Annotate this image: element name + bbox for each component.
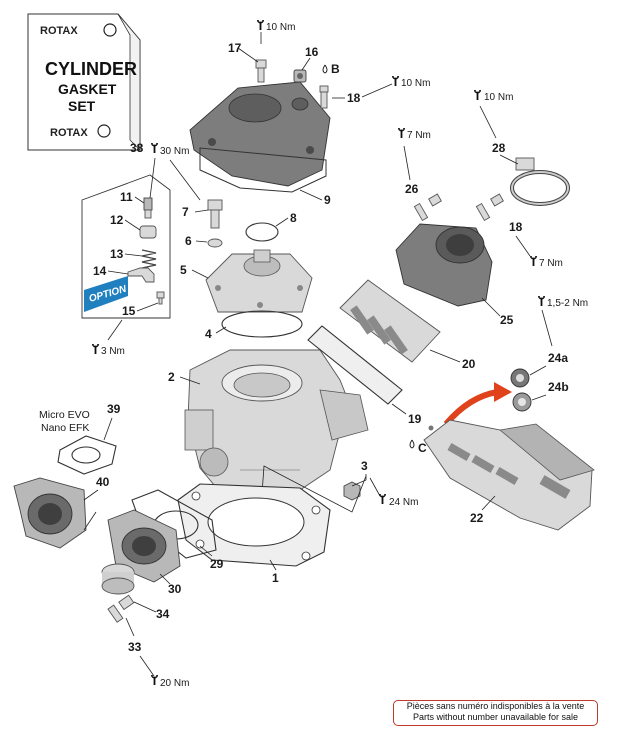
bolt-34-part: [107, 594, 135, 623]
o-ring-8-part: [245, 222, 279, 242]
torque-18-head: 10 Nm: [401, 78, 430, 89]
bolt-26-part: [413, 193, 442, 222]
nut-16-part: [293, 69, 307, 83]
adaptor-40-part: [13, 477, 87, 549]
callout-33: 33: [128, 640, 142, 654]
gasket-19-part: [307, 325, 403, 405]
torque-wrench-icon: [392, 76, 399, 86]
torque-wrench-icon: [379, 494, 386, 504]
booklet-title-line2: GASKET: [58, 81, 117, 97]
head-insert-5-part: [205, 249, 313, 313]
cylinder-head-part: [189, 81, 331, 193]
callout-6: 6: [185, 234, 192, 248]
callout-20: 20: [462, 357, 476, 371]
callout-39: 39: [107, 402, 121, 416]
callout-24b: 24b: [548, 380, 569, 394]
intake-adaptor-30-part: [107, 509, 181, 583]
o-ring-4-part: [221, 310, 303, 338]
torque-17: 10 Nm: [266, 22, 295, 33]
screw-small-part: [428, 425, 434, 431]
cylinder-gasket-set-booklet: ROTAX CYLINDER GASKET SET ROTAX: [27, 13, 141, 151]
variant-note-line1: Micro EVO: [39, 409, 90, 421]
callout-4: 4: [205, 327, 212, 341]
bolt-18-manifold-part: [475, 193, 504, 222]
callout-38: 38: [130, 141, 144, 155]
variant-note-line2: Nano EFK: [41, 422, 89, 434]
torque-38: 30 Nm: [160, 146, 189, 157]
mark-c: C: [418, 441, 427, 455]
callout-14: 14: [93, 264, 107, 278]
callout-18-manifold: 18: [509, 220, 523, 234]
highlight-arrow-icon: [443, 389, 499, 426]
brand-logo-icon: [103, 23, 117, 37]
clamp-28-part: [510, 157, 570, 206]
note-french: Pièces sans numéro indisponibles à la ve…: [406, 701, 585, 711]
callout-25: 25: [500, 313, 514, 327]
callout-19: 19: [408, 412, 422, 426]
callout-30: 30: [168, 582, 182, 596]
oil-drop-icon: [409, 439, 415, 449]
torque-33: 20 Nm: [160, 678, 189, 689]
bolt-17-part: [255, 59, 267, 83]
torque-wrench-icon: [474, 90, 481, 100]
callout-22: 22: [470, 511, 484, 525]
torque-wrench-icon: [151, 143, 158, 153]
callout-28: 28: [492, 141, 506, 155]
booklet-title-line1: CYLINDER: [45, 59, 137, 79]
torque-15: 3 Nm: [101, 346, 125, 357]
cylinder-2-part: [184, 349, 369, 493]
brand-bottom-label: ROTAX: [50, 127, 88, 139]
torque-wrench-icon: [151, 675, 158, 685]
torque-wrench-icon: [398, 128, 405, 138]
callout-12: 12: [110, 213, 124, 227]
mark-b: B: [331, 62, 340, 76]
reed-valve-20-part: [339, 279, 441, 363]
unavailable-parts-note: Pièces sans numéro indisponibles à la ve…: [393, 700, 598, 726]
torque-28: 10 Nm: [484, 92, 513, 103]
callout-11: 11: [120, 190, 133, 204]
callout-15: 15: [122, 304, 136, 318]
nut-3-part: [343, 481, 361, 501]
callout-8: 8: [290, 211, 297, 225]
callout-2: 2: [168, 370, 175, 384]
callout-29: 29: [210, 557, 224, 571]
brand-logo-icon: [97, 124, 111, 138]
torque-24: 1,5-2 Nm: [547, 298, 588, 309]
callout-3: 3: [361, 459, 368, 473]
callout-24a: 24a: [548, 351, 568, 365]
callout-26: 26: [405, 182, 419, 196]
reed-valve-22-part: [423, 419, 595, 531]
torque-wrench-icon: [92, 344, 99, 354]
callout-40: 40: [96, 475, 110, 489]
sleeve-part: [101, 563, 135, 595]
brand-top-label: ROTAX: [40, 25, 78, 37]
torque-18-manifold: 7 Nm: [539, 258, 563, 269]
torque-26: 7 Nm: [407, 130, 431, 141]
oil-drop-icon: [322, 64, 328, 74]
callout-16: 16: [305, 45, 319, 59]
callout-34: 34: [156, 607, 170, 621]
callout-9: 9: [324, 193, 331, 207]
note-english: Parts without number unavailable for sal…: [412, 712, 579, 722]
intake-manifold-25-part: [395, 223, 493, 307]
callout-7: 7: [182, 205, 189, 219]
callout-17: 17: [228, 41, 242, 55]
bolt-7-part: [207, 199, 223, 229]
gasket-39-part: [57, 435, 117, 475]
booklet-title-line3: SET: [68, 98, 96, 114]
base-gasket-1-part: [177, 483, 331, 567]
callout-13: 13: [110, 247, 124, 261]
callout-18-head: 18: [347, 91, 361, 105]
torque-wrench-icon: [530, 256, 537, 266]
bolt-18-part: [319, 85, 329, 109]
callout-5: 5: [180, 263, 187, 277]
torque-wrench-icon: [538, 296, 545, 306]
torque-wrench-icon: [257, 20, 264, 30]
callout-1: 1: [272, 571, 279, 585]
torque-3: 24 Nm: [389, 497, 418, 508]
washer-6-part: [207, 238, 223, 248]
